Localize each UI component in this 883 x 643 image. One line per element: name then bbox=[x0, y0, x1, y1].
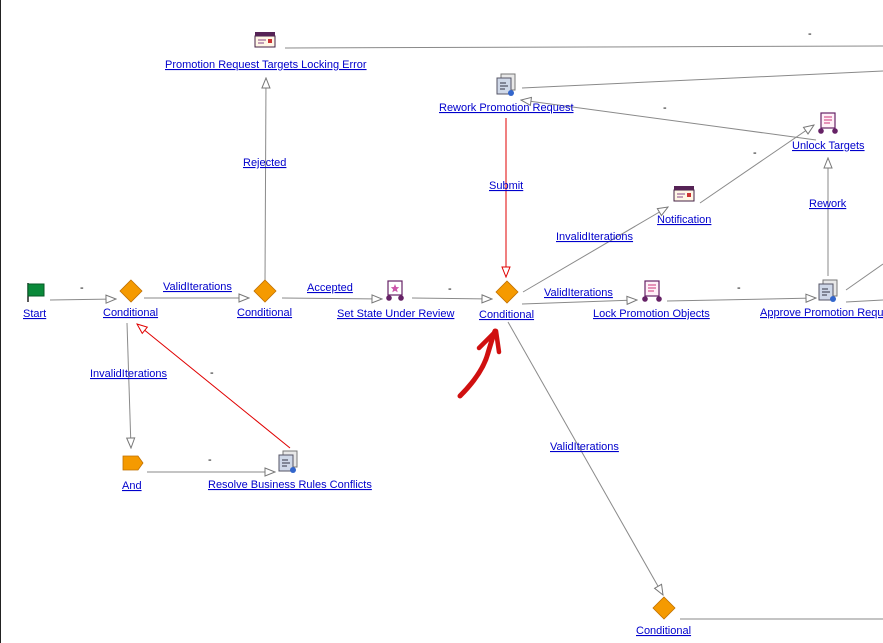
edge-approve-right bbox=[845, 299, 883, 303]
node-approve[interactable]: Approve Promotion Requ bbox=[760, 279, 883, 319]
edge-dash: - bbox=[808, 28, 812, 40]
edge-label-invalid1[interactable]: InvalidIterations bbox=[90, 368, 168, 380]
edge-label-submit[interactable]: Submit bbox=[489, 180, 523, 192]
edge-label-rework[interactable]: Rework bbox=[809, 198, 847, 210]
edge-approve-right-up bbox=[845, 263, 883, 291]
script-icon bbox=[386, 280, 404, 301]
node-label-cond1[interactable]: Conditional bbox=[103, 307, 158, 319]
edge-labels: ValidIterations InvalidIterations Reject… bbox=[80, 28, 847, 466]
node-promo-error[interactable]: Promotion Request Targets Locking Error bbox=[165, 32, 367, 71]
edge-start-cond1 bbox=[49, 299, 116, 300]
edges bbox=[49, 45, 883, 620]
node-label-approve[interactable]: Approve Promotion Requ bbox=[760, 307, 883, 319]
node-label-resolve[interactable]: Resolve Business Rules Conflicts bbox=[208, 479, 372, 491]
edge-label-rejected[interactable]: Rejected bbox=[243, 157, 286, 169]
node-rework-promo[interactable]: Rework Promotion Request bbox=[439, 73, 574, 114]
diamond-icon bbox=[652, 596, 676, 620]
diamond-icon bbox=[495, 280, 519, 304]
document-task-icon bbox=[496, 73, 516, 96]
node-cond3[interactable]: Conditional bbox=[479, 280, 534, 321]
annotation-arrow bbox=[457, 328, 502, 399]
edge-label-valid-down[interactable]: ValidIterations bbox=[550, 441, 619, 453]
edge-dash: - bbox=[448, 283, 452, 295]
node-set-state[interactable]: Set State Under Review bbox=[337, 280, 454, 320]
document-task-icon bbox=[818, 279, 838, 302]
edge-rework-right bbox=[521, 70, 883, 89]
edge-cond2-promo-error bbox=[265, 78, 266, 284]
node-cond1[interactable]: Conditional bbox=[103, 279, 158, 319]
node-resolve[interactable]: Resolve Business Rules Conflicts bbox=[208, 450, 372, 491]
edge-dash: - bbox=[208, 454, 212, 466]
node-label-promo-error[interactable]: Promotion Request Targets Locking Error bbox=[165, 59, 367, 71]
script-icon bbox=[642, 280, 662, 302]
edge-setstate-cond3 bbox=[411, 298, 492, 299]
edge-dash: - bbox=[663, 102, 667, 114]
edge-dash: - bbox=[210, 367, 214, 379]
node-label-unlock[interactable]: Unlock Targets bbox=[792, 140, 865, 152]
edge-lock-approve bbox=[666, 298, 816, 301]
and-gate-icon bbox=[122, 455, 144, 471]
edge-label-valid3[interactable]: ValidIterations bbox=[544, 287, 613, 299]
node-label-start[interactable]: Start bbox=[23, 308, 46, 320]
document-task-icon bbox=[278, 450, 298, 473]
notification-icon bbox=[673, 186, 695, 202]
edge-label-accepted[interactable]: Accepted bbox=[307, 282, 353, 294]
script-icon bbox=[818, 112, 838, 134]
edge-dash: - bbox=[80, 282, 84, 294]
edge-unlock-rework bbox=[521, 100, 817, 141]
edge-promo-error-right bbox=[284, 45, 883, 49]
edge-resolve-cond1 bbox=[137, 324, 291, 449]
diamond-icon bbox=[119, 279, 143, 303]
node-notification[interactable]: Notification bbox=[657, 186, 711, 226]
edge-cond3-notification bbox=[522, 207, 668, 293]
node-start[interactable]: Start bbox=[23, 283, 46, 320]
node-label-lock[interactable]: Lock Promotion Objects bbox=[593, 308, 710, 320]
edge-dash: - bbox=[737, 282, 741, 294]
node-label-set-state[interactable]: Set State Under Review bbox=[337, 308, 454, 320]
edge-cond3-cond4 bbox=[507, 321, 663, 595]
highlight-edges bbox=[137, 118, 506, 449]
node-unlock[interactable]: Unlock Targets bbox=[792, 112, 865, 152]
edge-cond3-lock bbox=[521, 300, 637, 304]
edge-notification-unlock bbox=[699, 125, 814, 204]
node-cond2[interactable]: Conditional bbox=[237, 279, 292, 319]
node-and[interactable]: And bbox=[122, 455, 144, 492]
node-cond4[interactable]: Conditional bbox=[636, 596, 691, 637]
node-label-cond3[interactable]: Conditional bbox=[479, 309, 534, 321]
notification-icon bbox=[254, 32, 276, 48]
node-lock[interactable]: Lock Promotion Objects bbox=[593, 280, 710, 320]
edge-label-invalid3[interactable]: InvalidIterations bbox=[556, 231, 634, 243]
edge-cond2-setstate bbox=[281, 298, 382, 299]
edge-dash: - bbox=[753, 147, 757, 159]
diamond-icon bbox=[253, 279, 277, 303]
node-label-rework-promo[interactable]: Rework Promotion Request bbox=[439, 102, 574, 114]
node-label-cond4[interactable]: Conditional bbox=[636, 625, 691, 637]
node-label-and[interactable]: And bbox=[122, 480, 142, 492]
edge-cond1-and bbox=[127, 322, 131, 448]
flag-icon bbox=[27, 283, 45, 302]
node-label-cond2[interactable]: Conditional bbox=[237, 307, 292, 319]
node-label-notification[interactable]: Notification bbox=[657, 214, 711, 226]
edge-label-valid1[interactable]: ValidIterations bbox=[163, 281, 232, 293]
